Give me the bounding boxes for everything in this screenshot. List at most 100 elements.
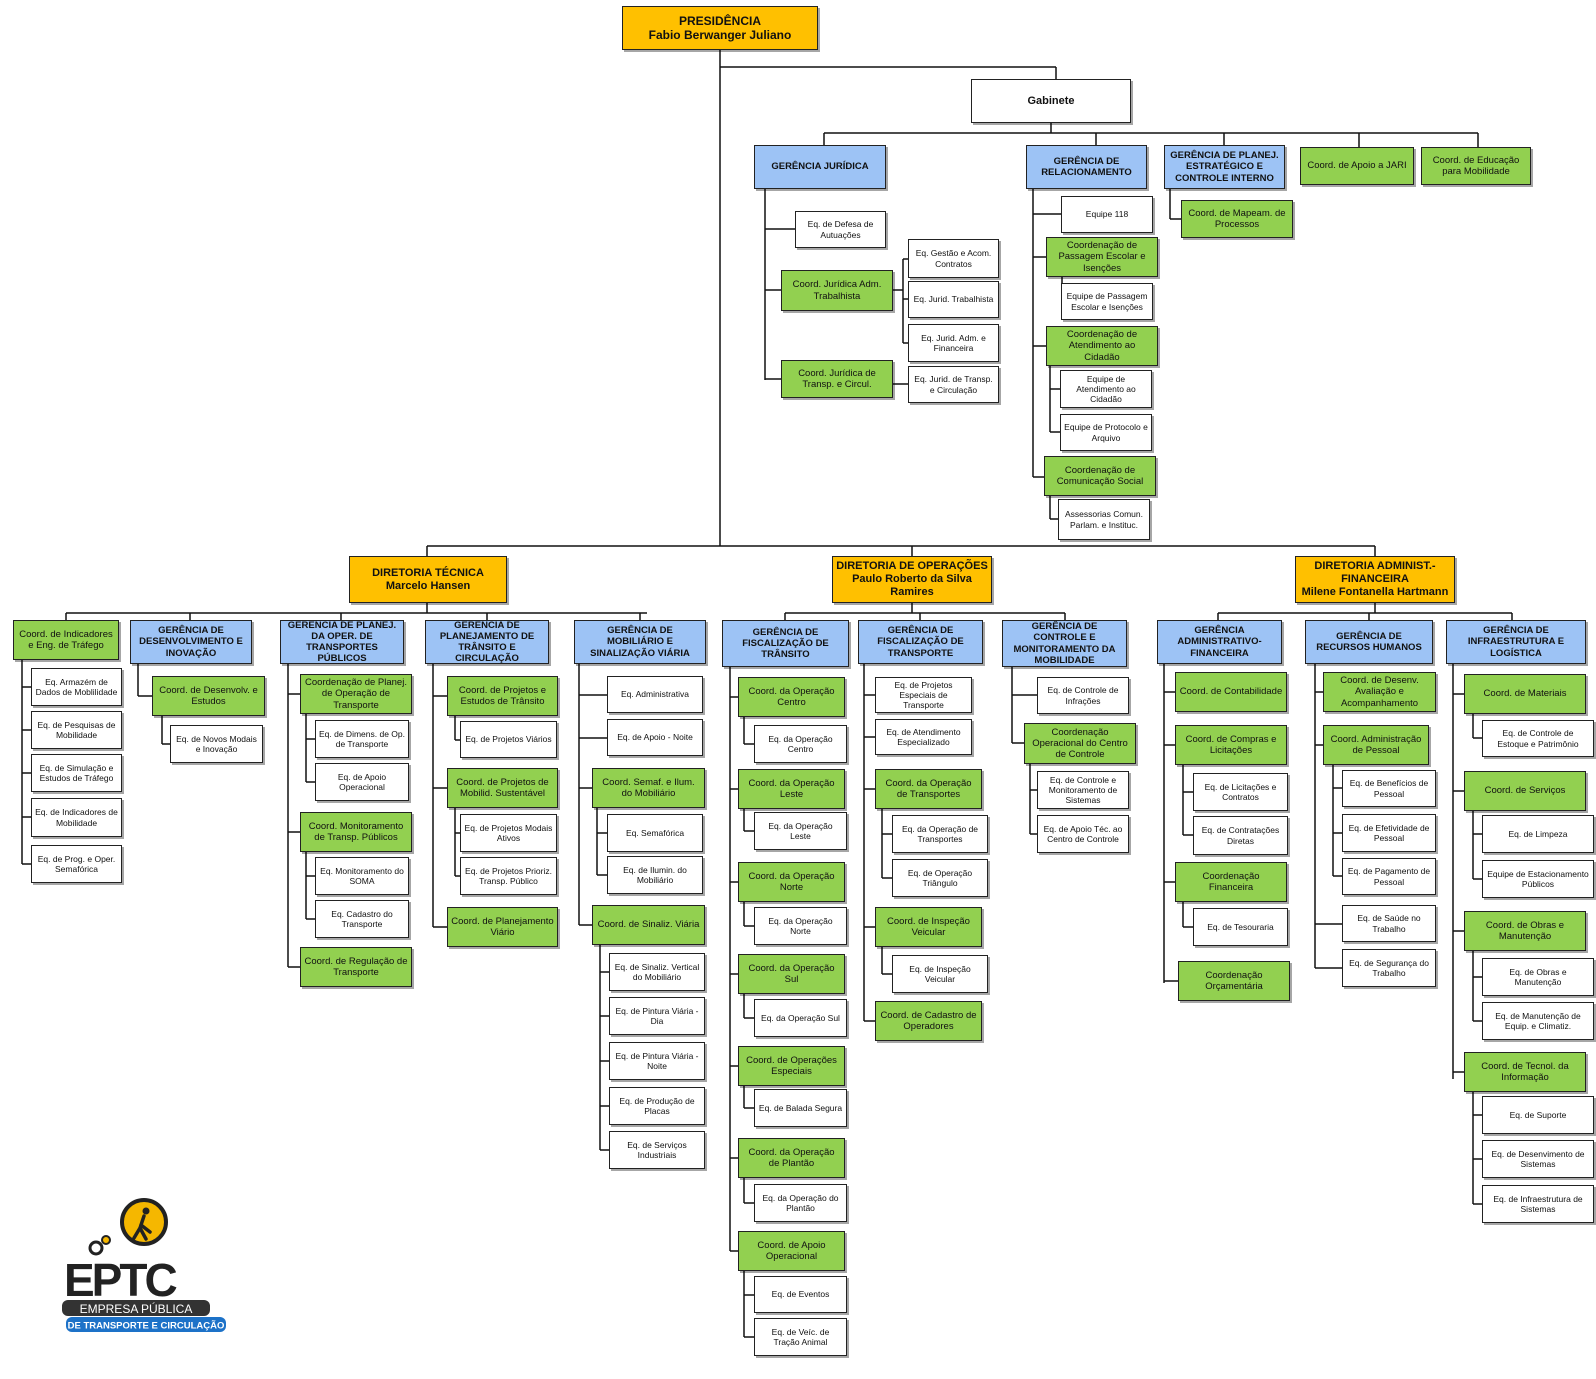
node-ind-eq-0: Eq. Armazém de Dados de Moblilidade <box>31 668 122 706</box>
node-eq-semaforica: Eq. Semafórica <box>607 814 703 852</box>
node-ger-controle: GERÊNCIA DE CONTROLE E MONITORAMENTO DA … <box>1002 620 1127 667</box>
node-coord-monit: Coord. Monitoramento de Transp. Públicos <box>300 812 412 852</box>
logo-line-3: DE TRANSPORTE E CIRCULAÇÃO <box>68 1321 225 1332</box>
node-coord-regulacao: Coord. de Regulação de Transporte <box>300 947 412 987</box>
node-eq-plantao: Eq. da Operação do Plantão <box>754 1184 847 1222</box>
node-eq-passagem: Equipe de Passagem Escolar e Isenções <box>1061 283 1153 320</box>
node-eq-efetividade: Eq. de Efetividade de Pessoal <box>1342 814 1436 852</box>
node-sinaliz-eq-2: Eq. de Pintura Viária - Noite <box>609 1042 705 1080</box>
node-eq-inspecao: Eq. de Inspeção Veicular <box>892 955 988 993</box>
node-coord-atend: Coordenação de Atendimento ao Cidadão <box>1046 326 1158 366</box>
node-coord-norte: Coord. da Operação Norte <box>738 862 845 902</box>
node-eq-desenv-sistemas: Eq. de Desenvimento de Sistemas <box>1482 1140 1594 1178</box>
node-eq-eventos: Eq. de Eventos <box>754 1276 847 1313</box>
node-eq-oper-triangulo: Eq. de Operação Triângulo <box>892 859 988 897</box>
node-eq-proj-viarios: Eq. de Projetos Viários <box>460 721 557 758</box>
node-coord-jari: Coord. de Apoio a JARI <box>1300 147 1414 185</box>
node-coord-desenv: Coord. de Desenvolv. e Estudos <box>152 676 265 716</box>
node-coord-apoio-oper: Coord. de Apoio Operacional <box>738 1231 845 1271</box>
logo-wordmark: EPTC <box>64 1254 176 1306</box>
node-coord-ti: Coord. de Tecnol. da Informação <box>1464 1052 1586 1092</box>
node-eq-defesa: Eq. de Defesa de Autuações <box>795 211 886 248</box>
node-sinaliz-eq-1: Eq. de Pintura Viária - Dia <box>609 997 705 1035</box>
node-eq-centro: Eq. da Operação Centro <box>754 725 847 763</box>
node-eq-administrativa: Eq. Administrativa <box>607 676 703 713</box>
unit-title: DIRETORIA TÉCNICA <box>372 566 484 579</box>
logo-line-2: EMPRESA PÚBLICA <box>80 1301 193 1316</box>
node-eq-apoio-tec: Eq. de Apoio Téc. ao Centro de Controle <box>1037 815 1129 853</box>
node-coord-especiais: Coord. de Operações Especiais <box>738 1046 845 1086</box>
node-eq-seguranca: Eq. de Segurança do Trabalho <box>1342 949 1436 987</box>
node-sinaliz-eq-3: Eq. de Produção de Placas <box>609 1087 705 1125</box>
node-coord-proj-estudos: Coord. de Projetos e Estudos de Trânsito <box>447 676 558 716</box>
node-eq-tesouraria: Eq. de Tesouraria <box>1193 908 1288 946</box>
node-ind-eq-4: Eq. de Prog. e Oper. Semafórica <box>31 845 122 883</box>
node-coord-financeira: Coordenação Financeira <box>1175 862 1287 902</box>
node-coord-planej-oper: Coordenação de Planej. de Operação de Tr… <box>300 674 412 714</box>
node-ind-eq-2: Eq. de Simulação e Estudos de Tráfego <box>31 754 122 792</box>
node-coord-indicadores: Coord. de Indicadores e Eng. de Tráfego <box>13 620 119 660</box>
node-coord-oper-transportes: Coord. da Operação de Transportes <box>875 769 982 809</box>
unit-head-name: Milene Fontanella Hartmann <box>1301 585 1449 598</box>
node-coord-sinaliz: Coord. de Sinaliz. Viária <box>592 905 705 945</box>
node-eq-oper-transportes: Eq. da Operação de Transportes <box>892 815 988 853</box>
node-coord-servicos: Coord. de Serviços <box>1464 771 1586 811</box>
node-eq-jurid-adm: Eq. Jurid. Adm. e Financeira <box>908 324 999 362</box>
eptc-logo: EPTC EMPRESA PÚBLICA DE TRANSPORTE E CIR… <box>62 1198 226 1332</box>
unit-head-name: Paulo Roberto da Silva Ramires <box>852 573 972 598</box>
node-eq-contratacoes: Eq. de Contratações Diretas <box>1193 816 1288 855</box>
node-ger-planej-estrat: GERÊNCIA DE PLANEJ. ESTRATÉGICO E CONTRO… <box>1164 145 1285 189</box>
node-coord-passagem: Coordenação de Passagem Escolar e Isençõ… <box>1046 237 1158 277</box>
node-eq-jurid-transp: Eq. Jurid. de Transp. e Circulação <box>908 366 999 403</box>
node-eq-monit-soma: Eq. Monitoramento do SOMA <box>315 857 409 895</box>
node-coord-planej-viario: Coord. de Planejamento Viário <box>447 907 558 947</box>
node-eq-ilumin: Eq. de Ilumin. do Mobiliário <box>607 856 703 894</box>
node-eq-pagamento: Eq. de Pagamento de Pessoal <box>1342 858 1436 895</box>
node-eq-assessorias: Assessorias Comun. Parlam. e Instituc. <box>1058 499 1150 540</box>
unit-title: PRESIDÊNCIA <box>678 13 761 28</box>
node-eq-veic-tracao: Eq. de Veíc. de Tração Animal <box>754 1318 847 1356</box>
node-eq-novos-modais: Eq. de Novos Modais e Inovação <box>170 725 263 763</box>
node-coord-materiais: Coord. de Materiais <box>1464 674 1586 714</box>
node-coord-centro: Coord. da Operação Centro <box>738 677 845 717</box>
node-coord-proj-mobilid: Coord. de Projetos de Mobilid. Sustentáv… <box>447 768 558 808</box>
node-sinaliz-eq-4: Eq. de Serviços Industriais <box>609 1131 705 1169</box>
node-coord-sul: Coord. da Operação Sul <box>738 954 845 994</box>
node-coord-leste: Coord. da Operação Leste <box>738 769 845 809</box>
node-ger-relacionamento: GERÊNCIA DE RELACIONAMENTO <box>1026 145 1147 189</box>
node-eq-infra-sistemas: Eq. de Infraestrutura de Sistemas <box>1482 1185 1594 1223</box>
node-coord-mapeam: Coord. de Mapeam. de Processos <box>1181 200 1293 238</box>
node-eq-norte: Eq. da Operação Norte <box>754 907 847 945</box>
node-coord-compras: Coord. de Compras e Licitações <box>1175 725 1287 765</box>
unit-head-name: Marcelo Hansen <box>385 579 471 592</box>
node-eq-atend: Equipe de Atendimento ao Cidadão <box>1060 370 1152 408</box>
node-eq-leste: Eq. da Operação Leste <box>754 812 847 850</box>
node-eq-118: Equipe 118 <box>1061 196 1153 233</box>
node-coord-centro-controle: Coordenação Operacional do Centro de Con… <box>1024 723 1136 764</box>
node-ger-desenv: GERÊNCIA DE DESENVOLVIMENTO E INOVAÇÃO <box>130 620 252 664</box>
node-eq-jurid-trab: Eq. Jurid. Trabalhista <box>908 281 999 318</box>
node-ger-fisc-transporte: GERÊNCIA DE FISCALIZAÇÃO DE TRANSPORTE <box>858 620 983 664</box>
node-eq-dimens: Eq. de Dimens. de Op. de Transporte <box>315 720 409 758</box>
node-eq-estacionamento: Equipe de Estacionamento Públicos <box>1482 860 1594 898</box>
node-ger-fisc-transito: GERÊNCIA DE FISCALIZAÇÃO DE TRÂNSITO <box>722 620 849 667</box>
node-eq-limpeza: Eq. de Limpeza <box>1482 815 1594 853</box>
node-ger-planej-transito: GERÊNCIA DE PLANEJAMENTO DE TRÂNSITO E C… <box>425 620 549 664</box>
node-coord-obras: Coord. de Obras e Manutenção <box>1464 911 1586 951</box>
node-ger-infra: GERÊNCIA DE INFRAESTRUTURA E LOGÍSTICA <box>1446 620 1586 664</box>
node-sinaliz-eq-0: Eq. de Sinaliz. Vertical do Mobiliário <box>609 953 705 991</box>
node-coord-adm-pessoal: Coord. Administração de Pessoal <box>1323 725 1429 765</box>
node-ger-planej-oper: GERÊNCIA DE PLANEJ. DA OPER. DE TRANSPOR… <box>280 620 404 664</box>
node-coord-com: Coordenação de Comunicação Social <box>1044 456 1156 496</box>
node-coord-semaf: Coord. Semaf. e Ilum. do Mobiliário <box>592 768 705 808</box>
node-ger-rh: GERÊNCIA DE RECURSOS HUMANOS <box>1305 620 1433 664</box>
node-ger-adm-fin: GERÊNCIA ADMINISTRATIVO-FINANCEIRA <box>1157 620 1282 664</box>
node-coord-plantao: Coord. da Operação de Plantão <box>738 1138 845 1178</box>
node-eq-apoio-oper: Eq. de Apoio Operacional <box>315 763 409 801</box>
node-ger-mobiliario: GERÊNCIA DE MOBILIÁRIO E SINALIZAÇÃO VIÁ… <box>574 620 706 664</box>
